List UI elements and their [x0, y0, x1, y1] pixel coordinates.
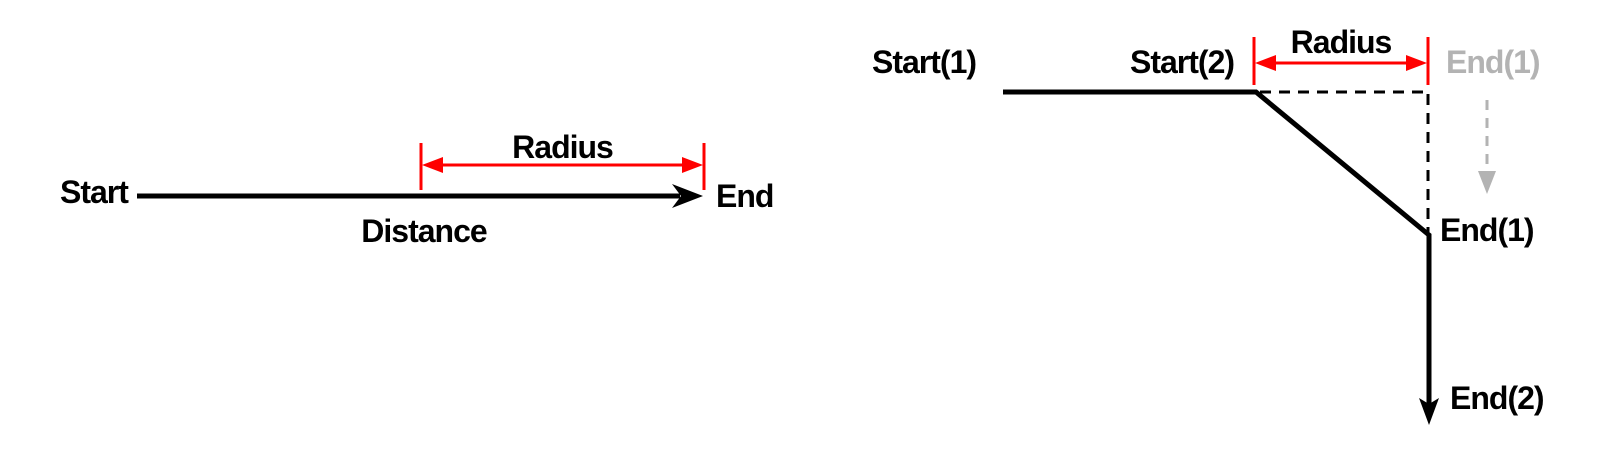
arrowhead-down-icon	[1478, 171, 1496, 194]
distance-label: Distance	[361, 213, 487, 249]
left-radius-measure	[419, 143, 706, 190]
arrowhead-right-icon	[1406, 55, 1427, 71]
arrowhead-right-icon	[682, 157, 703, 173]
start-label: Start	[60, 174, 129, 210]
radius-label: Radius	[512, 129, 614, 165]
ghost-end-arrow	[1478, 100, 1496, 194]
arrowhead-left-icon	[1255, 55, 1276, 71]
right-construction-dashed-lines	[1260, 90, 1430, 232]
end2-label: End(2)	[1450, 380, 1545, 416]
radius-label: Radius	[1290, 24, 1393, 60]
right-bent-path	[1003, 89, 1439, 425]
start1-label: Start(1)	[872, 44, 977, 80]
arrowhead-right-icon	[672, 184, 703, 208]
arrowhead-left-icon	[422, 157, 443, 173]
end1-label: End(1)	[1440, 212, 1535, 248]
end1-ghost-label: End(1)	[1446, 44, 1541, 80]
left-distance-arrow	[137, 184, 703, 208]
right-radius-measure	[1252, 37, 1430, 85]
start2-label: Start(2)	[1130, 44, 1235, 80]
arrowhead-down-icon	[1419, 398, 1439, 425]
end-label: End	[716, 178, 774, 214]
